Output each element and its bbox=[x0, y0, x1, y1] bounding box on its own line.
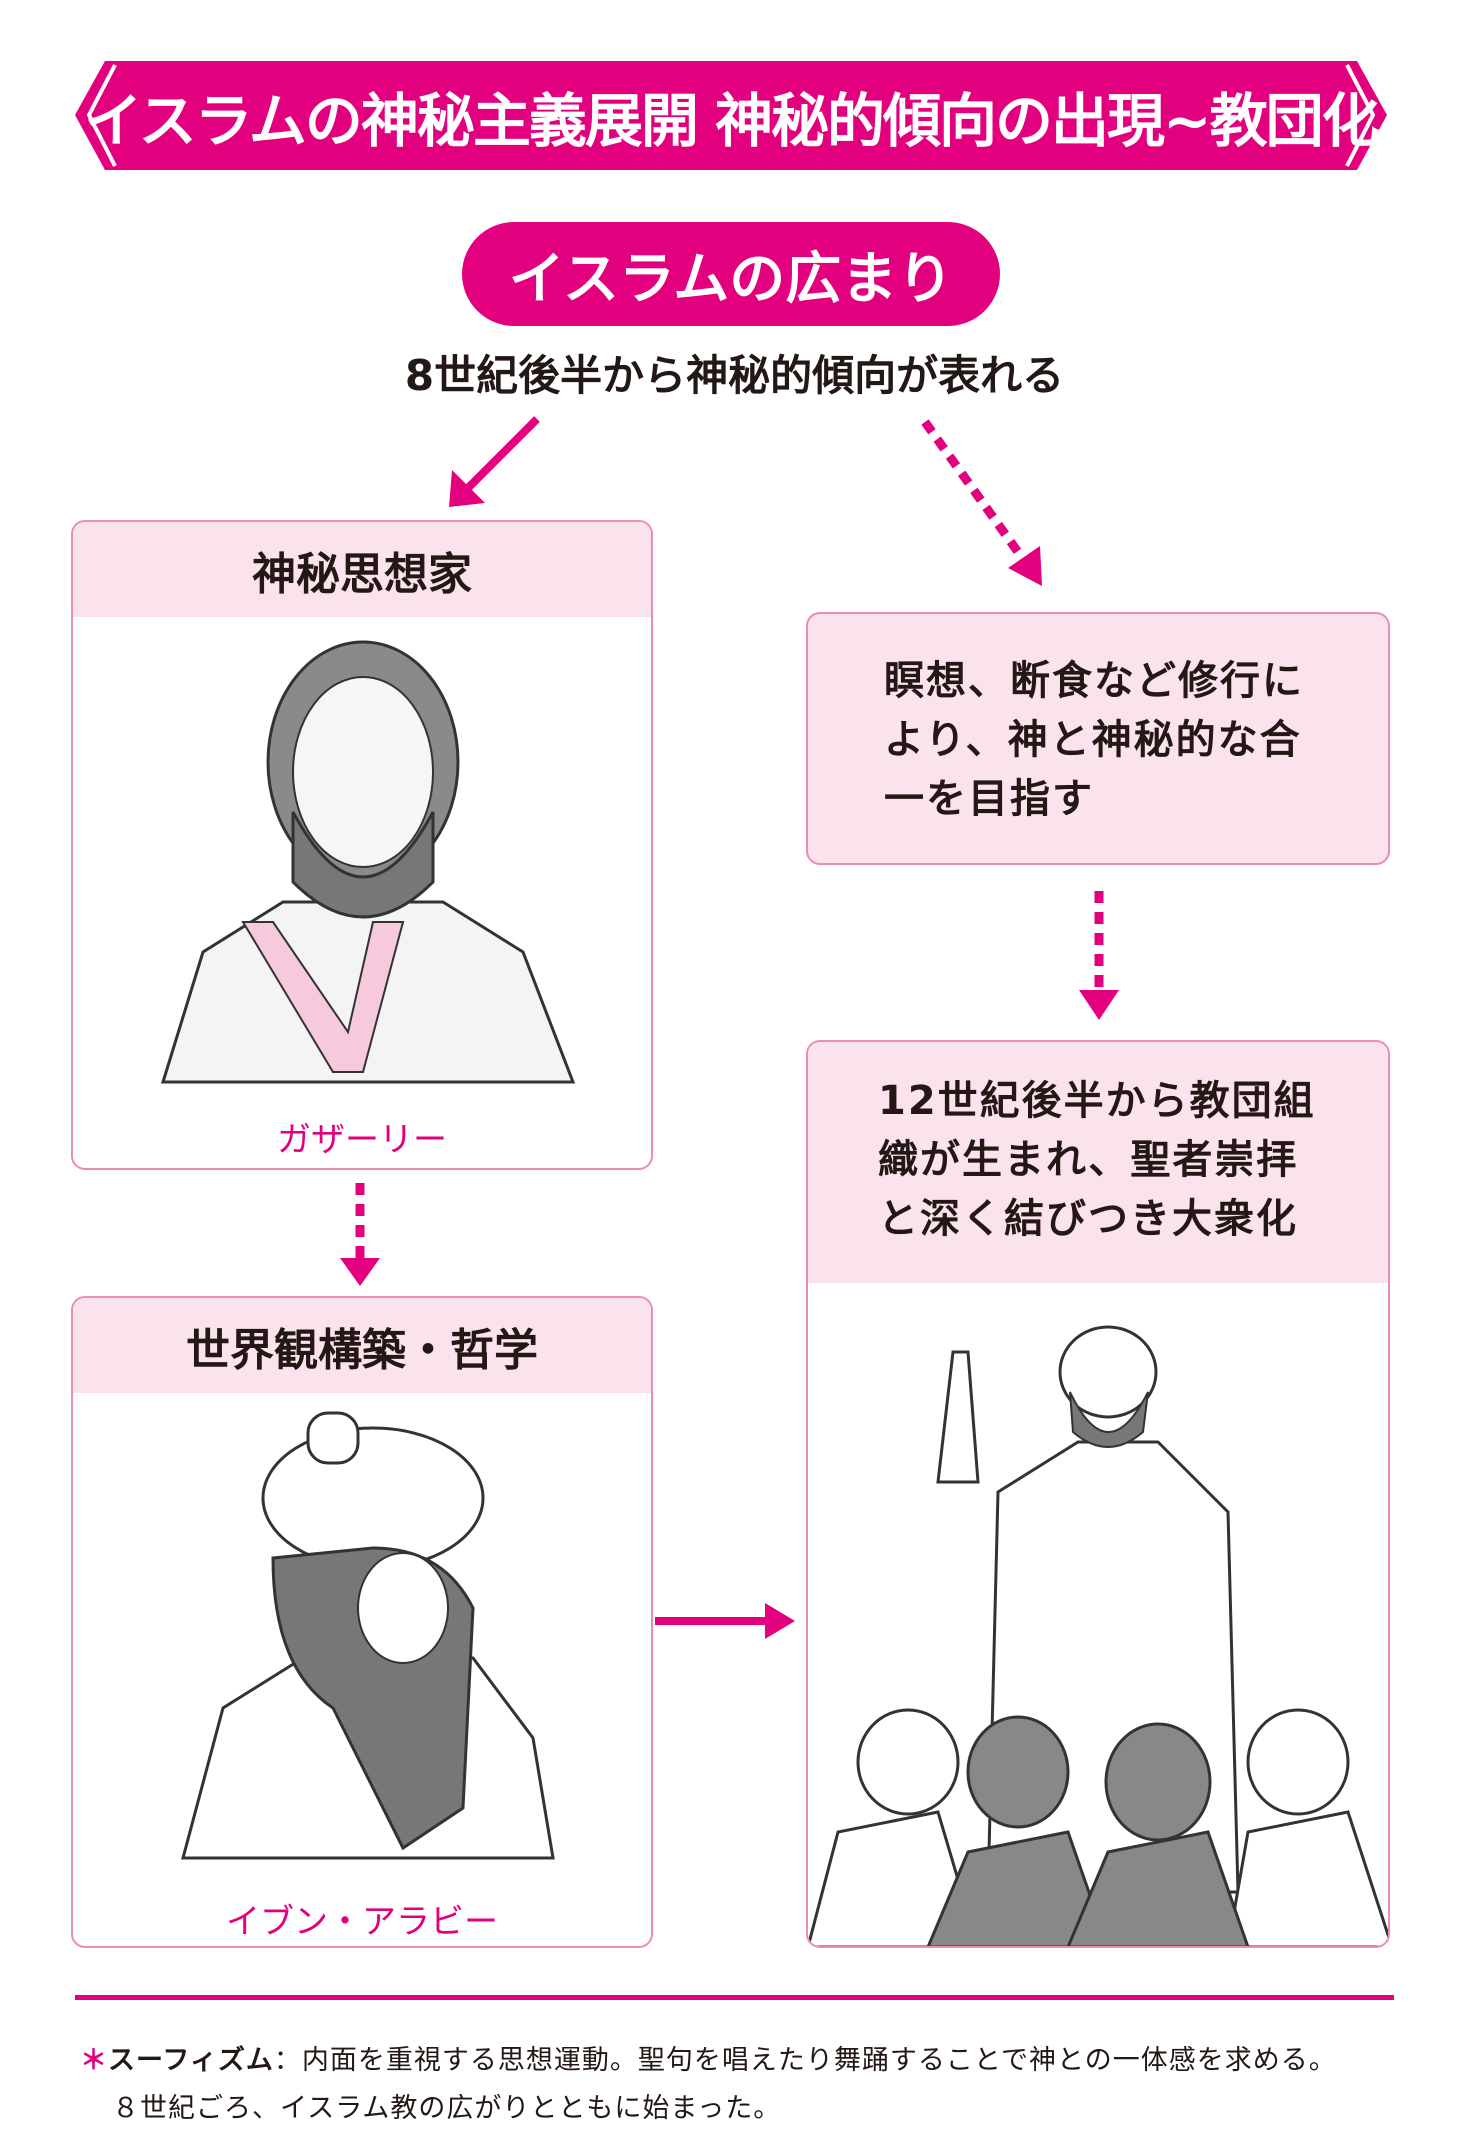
footnote-divider bbox=[75, 1995, 1394, 2000]
asterisk-icon: ＊ bbox=[80, 2045, 108, 2076]
card-text-line: 瞑想、断食など修行に bbox=[884, 658, 1304, 704]
card-heading: 神秘思想家 bbox=[73, 522, 651, 617]
person-name: ガザーリー bbox=[277, 1120, 447, 1160]
card-text-line: 12世紀後半から教団組 bbox=[878, 1078, 1316, 1124]
person-name: イブン・アラビー bbox=[226, 1902, 498, 1942]
ghazali-portrait bbox=[160, 640, 576, 1084]
footnote-separator: ： bbox=[273, 2045, 302, 2076]
section-pill: イスラムの広まり bbox=[462, 222, 1000, 326]
footnote-term: スーフィズム bbox=[108, 2045, 274, 2076]
card-heading: 世界観構築・哲学 bbox=[73, 1298, 651, 1393]
card-text-line: より、神と神秘的な合 bbox=[884, 717, 1302, 763]
page-title: イスラムの神秘主義展開 神秘的傾向の出現~教団化 bbox=[84, 86, 1379, 155]
footnote-text: 内面を重視する思想運動。聖句を唱えたり舞踊することで神との一体感を求める。 bbox=[301, 2045, 1337, 2076]
subtitle: 8世紀後半から神秘的傾向が表れる bbox=[404, 351, 1065, 400]
practice-card: 瞑想、断食など修行に より、神と神秘的な合 一を目指す bbox=[806, 612, 1390, 865]
footnote-line-2: ８世紀ごろ、イスラム教の広がりとともに始まった。 bbox=[112, 2093, 782, 2124]
card-text-line: と深く結びつき大衆化 bbox=[878, 1196, 1298, 1242]
worldview-philosophy-card: 世界観構築・哲学 イブン・アラビー bbox=[71, 1296, 653, 1948]
ibn-arabi-portrait bbox=[181, 1411, 555, 1860]
order-formation-card: 12世紀後半から教団組 織が生まれ、聖者崇拝 と深く結びつき大衆化 bbox=[806, 1040, 1390, 1948]
mystic-thinker-card: 神秘思想家 ガザーリー bbox=[71, 520, 653, 1170]
card-text-line: 織が生まれ、聖者崇拝 bbox=[878, 1137, 1299, 1183]
title-banner bbox=[75, 61, 1387, 170]
sufi-preacher-illustration bbox=[808, 1325, 1388, 1946]
footnote-line-1: ＊スーフィズム：内面を重視する思想運動。聖句を唱えたり舞踊することで神との一体感… bbox=[80, 2038, 1337, 2077]
card-text-line: 一を目指す bbox=[884, 776, 1094, 822]
